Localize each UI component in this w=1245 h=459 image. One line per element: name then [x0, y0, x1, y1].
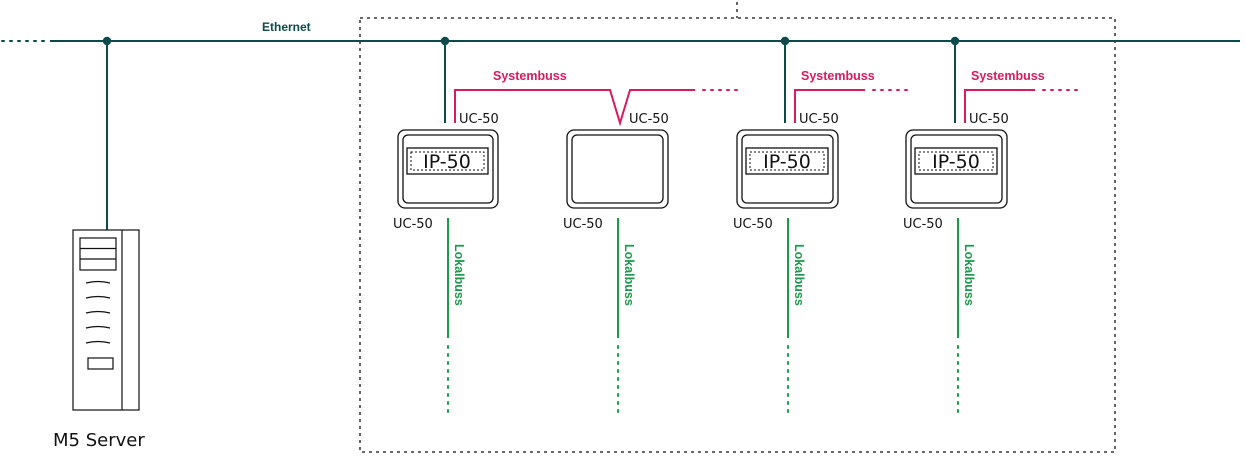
server-junction-dot: [102, 36, 112, 46]
unit-4-systembuss-line: [964, 89, 1035, 123]
unit-4-module-label: IP-50: [932, 151, 980, 173]
unit-2-lokalbuss-label: Lokalbuss: [622, 244, 636, 306]
unit-3-systembuss-line: [794, 89, 865, 123]
unit-1-module-box: [406, 147, 489, 175]
unit-1-systembuss-line: [454, 89, 695, 127]
unit-1-junction-dot: [440, 36, 450, 46]
controller-unit-1: Systembuss UC-50 IP-50 UC-50 Lokalbuss: [393, 36, 738, 417]
unit-4-junction-dot: [950, 36, 960, 46]
controller-group-boundary: [359, 2, 1116, 453]
unit-4-lokalbuss-label: Lokalbuss: [962, 244, 976, 306]
unit-3-lokalbuss-label: Lokalbuss: [792, 244, 806, 306]
unit-3-module-box: [745, 147, 829, 175]
unit-4-bottom-label: UC-50: [903, 217, 943, 232]
ethernet-label: Ethernet: [262, 20, 311, 34]
unit-3-module-label: IP-50: [763, 151, 811, 173]
unit-2-bottom-label: UC-50: [563, 217, 603, 232]
ethernet-backbone: Ethernet: [1, 20, 1240, 42]
unit-3-bottom-label: UC-50: [733, 217, 773, 232]
server-label: M5 Server: [53, 430, 145, 451]
unit-1-lokalbuss-label: Lokalbuss: [452, 244, 466, 306]
unit-3-device: IP-50: [736, 129, 839, 209]
unit-1-top-label: UC-50: [459, 112, 499, 127]
unit-3-systembuss-label: Systembuss: [801, 69, 875, 83]
unit-2-device: [566, 129, 669, 209]
controller-unit-4: Systembuss UC-50 IP-50 UC-50 Lokalbuss: [903, 36, 1078, 417]
unit-4-systembuss-label: Systembuss: [971, 69, 1045, 83]
unit-2-top-label: UC-50: [629, 112, 669, 127]
server-node: M5 Server: [53, 36, 145, 451]
unit-3-junction-dot: [780, 36, 790, 46]
unit-1-device: IP-50: [397, 129, 499, 209]
unit-1-systembuss-label: Systembuss: [493, 69, 567, 83]
controller-unit-2: UC-50 UC-50 Lokalbuss: [563, 112, 669, 417]
controller-unit-3: Systembuss UC-50 IP-50 UC-50 Lokalbuss: [733, 36, 908, 417]
unit-3-top-label: UC-50: [799, 112, 839, 127]
unit-4-module-box: [914, 147, 998, 175]
unit-4-top-label: UC-50: [969, 112, 1009, 127]
unit-1-module-label: IP-50: [423, 151, 471, 173]
unit-1-bottom-label: UC-50: [393, 217, 433, 232]
server-icon: [72, 229, 140, 411]
unit-4-device: IP-50: [905, 129, 1008, 209]
boundary-rect: [359, 17, 1116, 453]
